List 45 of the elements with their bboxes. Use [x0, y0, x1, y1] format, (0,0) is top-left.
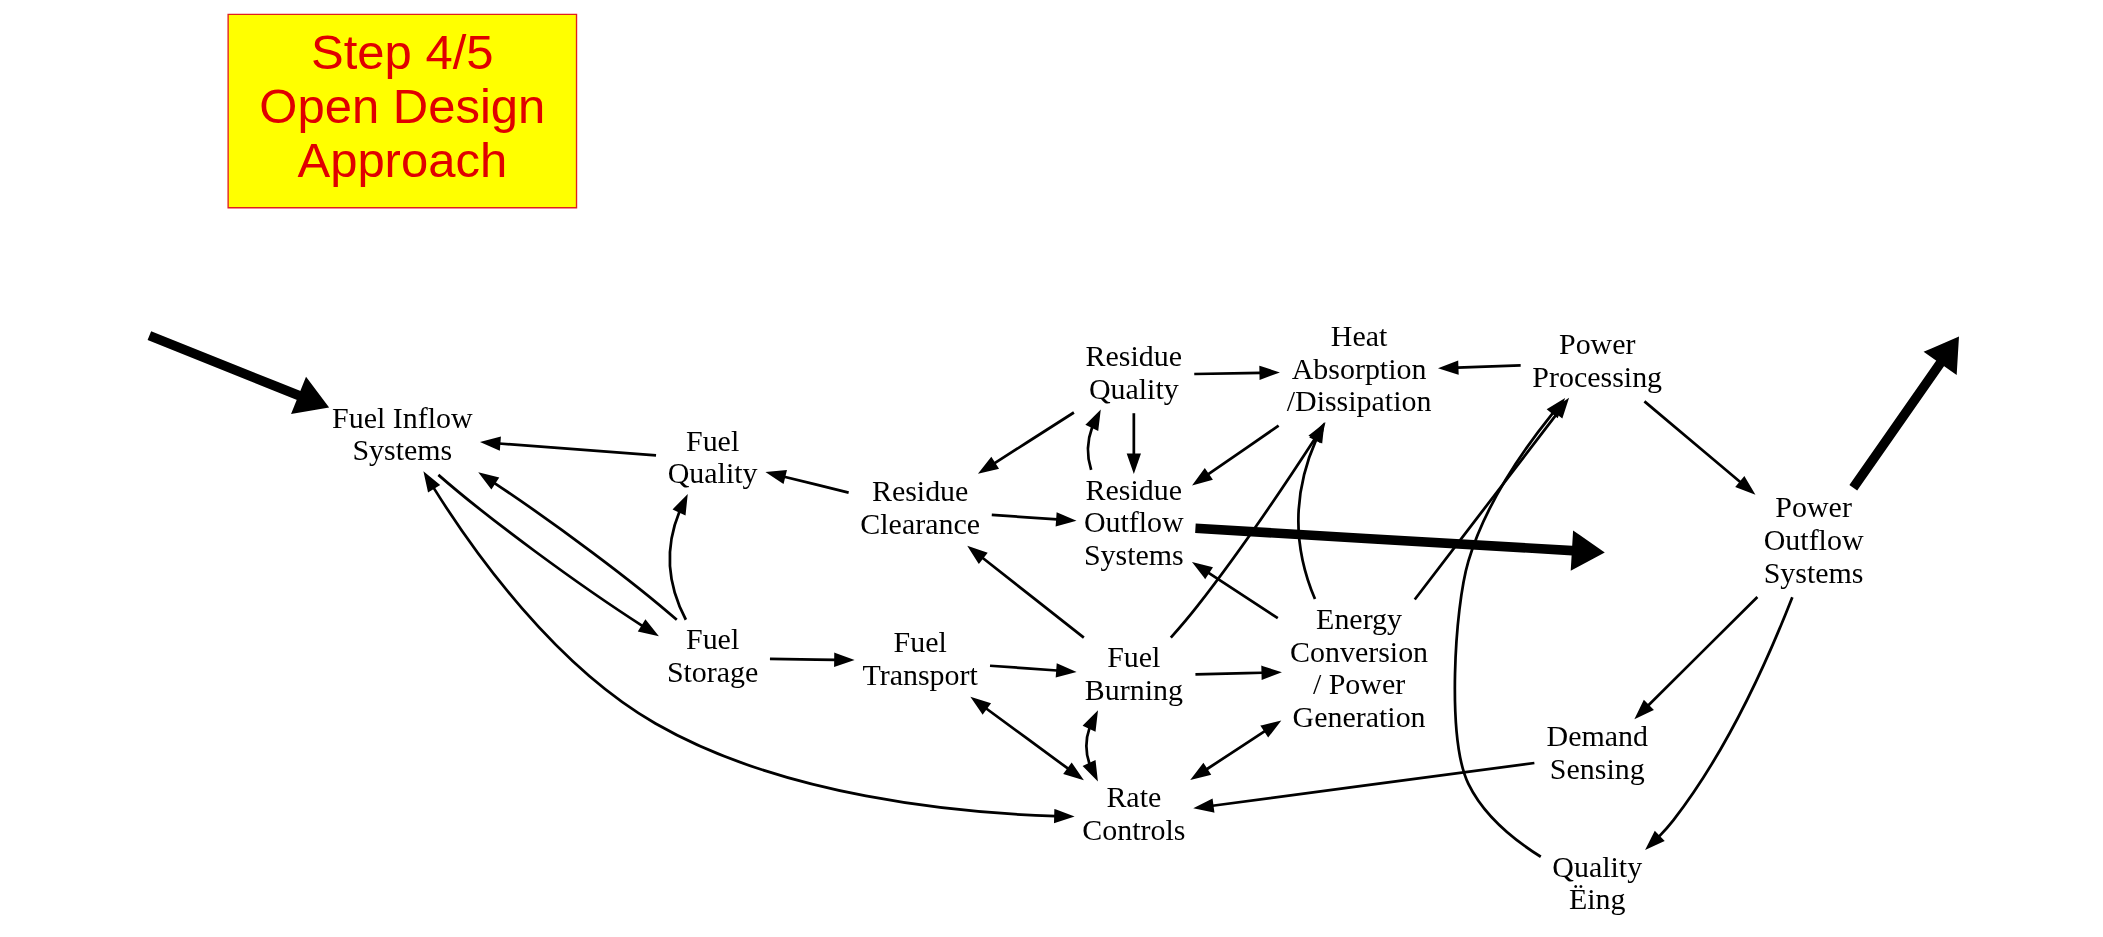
arrow [769, 652, 855, 667]
arrow [1195, 523, 1605, 571]
node-text: Fuel Transport [862, 624, 978, 691]
node-text: Fuel Inflow Systems [332, 400, 473, 466]
node-text: Power Processing [1532, 326, 1663, 393]
arrow [1082, 709, 1098, 781]
arrow [1126, 412, 1141, 474]
arrow [1085, 409, 1101, 470]
node-text: Energy Conversion / Power Generation [1290, 601, 1429, 733]
arrow [1194, 365, 1280, 380]
node-text: Power Outflow Systems [1763, 489, 1864, 589]
arrow [1645, 596, 1794, 850]
arrow [989, 662, 1077, 678]
node-box: Step 4/5 Open Design Approach [227, 13, 578, 208]
arrow [1191, 561, 1279, 619]
arrow [1634, 595, 1759, 719]
arrow [977, 410, 1075, 474]
node-text: Fuel Storage [666, 621, 759, 688]
node-text: Quality Ëing [1552, 849, 1643, 915]
arrow [478, 471, 678, 621]
arrow [1453, 397, 1566, 858]
arrow [423, 470, 1075, 823]
node-text: Residue Outflow Systems [1083, 472, 1184, 571]
node-text: Demand Sensing [1546, 718, 1648, 785]
arrow [1192, 424, 1280, 486]
arrow [668, 493, 688, 620]
node-text: Heat Absorption /Dissipation [1286, 318, 1432, 417]
arrow [991, 511, 1077, 526]
arrow [1193, 761, 1535, 813]
arrow [147, 330, 330, 414]
node-text: Residue Clearance [860, 473, 980, 540]
arrow [480, 435, 657, 457]
arrow [437, 473, 659, 636]
node-text: Fuel Quality [667, 423, 758, 489]
arrow [1643, 399, 1756, 495]
arrow [1438, 359, 1521, 375]
arrow [1849, 335, 1959, 490]
arrow [765, 469, 849, 494]
node-text: Fuel Burning [1084, 639, 1183, 706]
node-text: Rate Controls [1082, 779, 1186, 846]
arrow [967, 545, 1085, 639]
arrow [1195, 665, 1282, 680]
arrow [1190, 719, 1282, 780]
node-text: Residue Quality [1085, 338, 1183, 405]
arrow [970, 696, 1084, 780]
